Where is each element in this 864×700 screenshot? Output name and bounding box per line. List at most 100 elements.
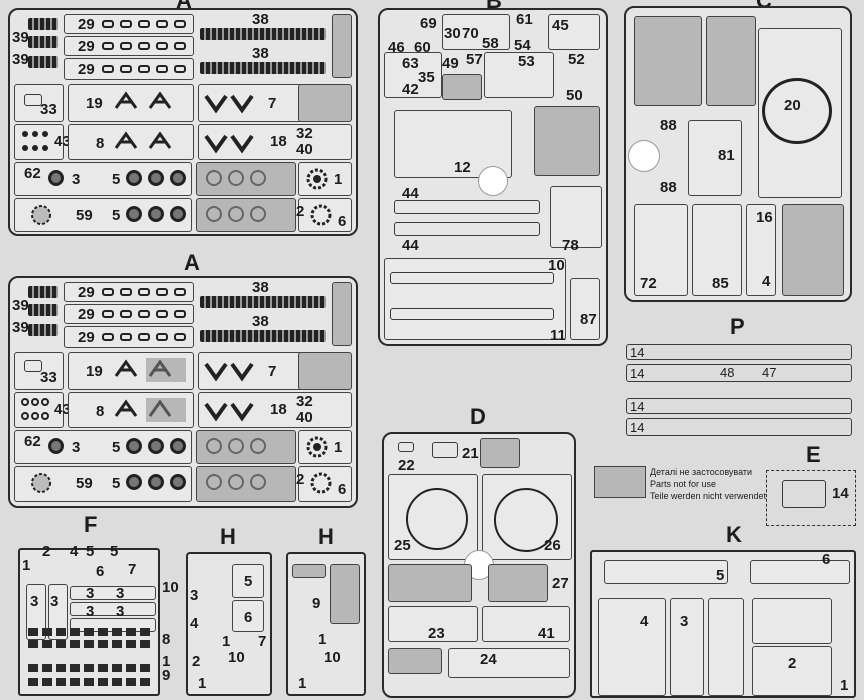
part-1: 1 — [22, 557, 31, 574]
sprue-p-strip — [626, 418, 852, 436]
track-link-icon — [102, 310, 114, 318]
wheel-icon — [170, 474, 186, 490]
part-29: 29 — [78, 38, 95, 55]
part-62: 62 — [24, 165, 41, 182]
part-14: 14 — [832, 485, 849, 502]
part-50: 50 — [566, 87, 583, 104]
wheel-icon — [228, 474, 244, 490]
track-link-cell — [64, 304, 194, 324]
part-cell — [708, 598, 744, 696]
part-10: 10 — [548, 257, 565, 274]
part-29: 29 — [78, 306, 95, 323]
track-link-icon — [174, 42, 186, 50]
track-link-icon — [120, 333, 132, 341]
wheel-icon — [170, 170, 186, 186]
wheel-icon — [250, 170, 266, 186]
wheel-icon — [148, 170, 164, 186]
part-25: 25 — [394, 537, 411, 554]
part-1: 1 — [318, 631, 327, 648]
wheel-icon — [148, 438, 164, 454]
part-7: 7 — [268, 95, 277, 112]
part-62: 62 — [24, 433, 41, 450]
track-link-icon — [156, 65, 168, 73]
part-cell — [14, 430, 192, 464]
part-6: 6 — [822, 551, 831, 568]
sprue-label-b: B — [486, 0, 502, 13]
part-3: 3 — [116, 603, 125, 620]
part-85: 85 — [712, 275, 729, 292]
sprue-a-top: 39 39 29 29 29 38 38 33 19 7 43 8 18 32 … — [8, 8, 358, 236]
part-cell — [570, 278, 600, 340]
track-link-cell — [64, 282, 194, 302]
suspension-bracket-icon — [204, 402, 254, 422]
wheel-icon — [126, 170, 142, 186]
part-cell — [484, 52, 554, 98]
part-47: 47 — [762, 365, 777, 380]
sprue-d: 22 21 25 26 27 23 41 24 — [382, 432, 576, 698]
track-link-cell — [64, 14, 194, 34]
wheel-icon — [148, 474, 164, 490]
part-87: 87 — [580, 311, 597, 328]
track-run — [200, 296, 326, 308]
unused-part — [332, 282, 352, 346]
sprue-p-strip — [626, 398, 852, 414]
part-39: 39 — [12, 29, 29, 46]
part-33-shape — [24, 94, 42, 106]
track-link-icon — [156, 20, 168, 28]
part-78: 78 — [562, 237, 579, 254]
part-22: 22 — [398, 457, 415, 474]
part-24: 24 — [480, 651, 497, 668]
wheel-icon — [48, 170, 64, 186]
sprocket-icon — [31, 473, 51, 493]
track-run — [200, 330, 326, 342]
part-59: 59 — [76, 207, 93, 224]
unused-part — [332, 14, 352, 78]
part-cell — [670, 598, 704, 696]
track-link-icon — [174, 65, 186, 73]
part-5: 5 — [112, 475, 121, 492]
legend-swatch — [594, 466, 646, 498]
part-9: 9 — [312, 595, 321, 612]
part-43: 43 — [54, 133, 71, 150]
part-9: 9 — [162, 667, 171, 684]
hatch-ring-icon — [406, 488, 468, 550]
part-6: 6 — [244, 609, 253, 626]
unused-part — [480, 438, 520, 468]
part-2: 2 — [296, 471, 305, 488]
part-63: 63 — [402, 55, 419, 72]
part-cell — [384, 258, 566, 340]
track-link-icon — [102, 42, 114, 50]
part-38: 38 — [252, 279, 269, 296]
part-3: 3 — [190, 587, 199, 604]
part-11: 11 — [550, 327, 566, 344]
sprue-label-d: D — [470, 404, 486, 429]
part-20: 20 — [784, 97, 801, 114]
sprocket-icon — [310, 204, 332, 226]
part-33: 33 — [40, 101, 57, 118]
unused-part — [706, 16, 756, 106]
sprue-label-e: E — [806, 442, 821, 467]
part-2: 2 — [296, 203, 305, 220]
part-14: 14 — [630, 399, 645, 414]
part-40: 40 — [296, 141, 313, 158]
part-19: 19 — [86, 95, 103, 112]
part-38: 38 — [252, 313, 269, 330]
part-cell — [70, 586, 156, 600]
part-3: 3 — [86, 603, 95, 620]
part-cell — [448, 648, 570, 678]
part-29: 29 — [78, 329, 95, 346]
part-6: 6 — [338, 213, 347, 230]
part-cell — [692, 204, 742, 296]
part-cell — [14, 124, 64, 160]
part-44: 44 — [402, 185, 419, 202]
part-10: 10 — [162, 579, 179, 596]
part-58: 58 — [482, 35, 499, 52]
track-link-icon — [138, 65, 150, 73]
unused-part — [298, 84, 352, 122]
track-link-icon — [138, 42, 150, 50]
part-cell — [384, 52, 442, 98]
part-19: 19 — [86, 363, 103, 380]
part-52: 52 — [568, 51, 585, 68]
part-54: 54 — [514, 37, 531, 54]
sprue-label-c: C — [756, 0, 772, 12]
